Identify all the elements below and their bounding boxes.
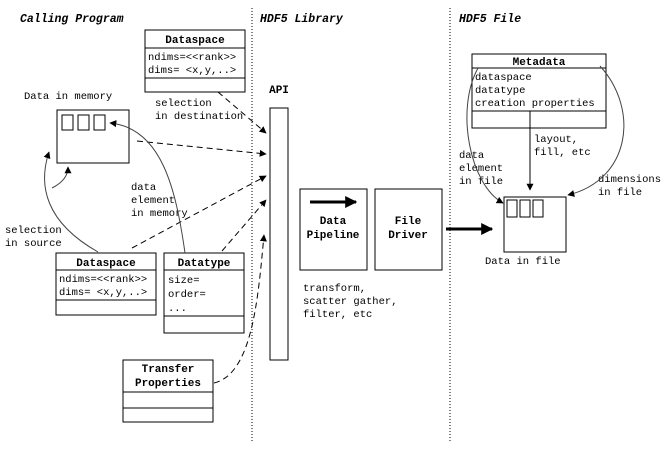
arrow-memory-to-api — [136, 140, 267, 157]
data-element-memory-line1: data — [131, 182, 156, 194]
data-in-memory-box — [56, 109, 130, 164]
transfer-properties-title1: Transfer — [142, 364, 195, 376]
dataspace-top-ndims: ndims=<<rank>> — [148, 52, 236, 64]
arrow-dimensions-in-file — [567, 65, 625, 197]
dataspace-top-title: Dataspace — [165, 35, 225, 47]
dataspace-bottom-ndims: ndims=<<rank>> — [59, 274, 147, 286]
header-calling-program: Calling Program — [20, 13, 124, 26]
api-label: API — [269, 85, 289, 97]
dataspace-source-box: Dataspace ndims=<<rank>> dims= <x,y,..> — [55, 252, 157, 316]
dataspace-destination-box: Dataspace ndims=<<rank>> dims= <x,y,..> — [144, 29, 246, 93]
pipeline-note-line2: scatter gather, — [303, 296, 398, 308]
pipeline-note-line1: transform, — [303, 283, 366, 295]
file-driver-box: File Driver — [374, 188, 443, 271]
file-driver-line2: Driver — [388, 230, 428, 242]
arrow-dataspace-bottom-to-api — [131, 175, 267, 249]
data-element-file-line2: element — [459, 163, 503, 175]
metadata-box: Metadata dataspace datatype creation pro… — [471, 53, 607, 129]
datatype-ellipsis: ... — [168, 303, 187, 315]
transfer-properties-title2: Properties — [135, 378, 201, 390]
dataspace-top-dims: dims= <x,y,..> — [148, 65, 236, 77]
selection-source-line1: selection — [5, 225, 62, 237]
data-element-memory-line2: element — [131, 195, 175, 207]
arrow-selection-small — [51, 166, 72, 189]
data-in-file-box — [503, 196, 567, 253]
dataspace-bottom-dims: dims= <x,y,..> — [59, 287, 147, 299]
header-hdf5-library: HDF5 Library — [260, 13, 344, 26]
layout-fill-line1: layout, — [534, 134, 578, 146]
data-element-file-line1: data — [459, 150, 484, 162]
datatype-box: Datatype size= order= ... — [163, 252, 245, 334]
arrow-dataspace-top-to-api — [217, 91, 267, 134]
selection-destination-line1: selection — [155, 98, 212, 110]
data-pipeline-box: Data Pipeline — [299, 188, 368, 271]
header-hdf5-file: HDF5 File — [459, 13, 521, 26]
selection-destination-line2: in destination — [155, 111, 243, 123]
layout-fill-line2: fill, etc — [534, 147, 591, 159]
metadata-dataspace: dataspace — [475, 72, 532, 84]
datatype-size: size= — [168, 275, 200, 287]
selection-source-line2: in source — [5, 238, 62, 250]
data-in-memory-label: Data in memory — [24, 91, 112, 103]
metadata-creation-properties: creation properties — [475, 98, 595, 110]
datatype-order: order= — [168, 289, 206, 301]
data-element-file-line3: in file — [459, 176, 503, 188]
arrow-selection-in-source — [43, 151, 99, 253]
arrow-data-element-in-memory — [109, 120, 186, 254]
dimensions-file-line2: in file — [598, 187, 642, 199]
dimensions-file-line1: dimensions — [598, 174, 661, 186]
arrow-transfer-to-api — [213, 234, 267, 384]
arrow-data-element-in-file — [466, 67, 504, 204]
data-pipeline-line2: Pipeline — [307, 230, 360, 242]
data-in-file-label: Data in file — [485, 256, 561, 268]
data-element-memory-line3: in memory — [131, 208, 188, 220]
datatype-title: Datatype — [178, 258, 231, 270]
file-driver-line1: File — [395, 216, 422, 228]
pipeline-note-line3: filter, etc — [303, 309, 372, 321]
api-bar — [269, 107, 289, 361]
metadata-datatype: datatype — [475, 85, 525, 97]
dataspace-bottom-title: Dataspace — [76, 258, 136, 270]
transfer-properties-box: Transfer Properties — [122, 359, 214, 423]
data-pipeline-line1: Data — [320, 216, 347, 228]
metadata-title: Metadata — [513, 57, 566, 69]
arrow-datatype-to-api — [221, 199, 267, 252]
